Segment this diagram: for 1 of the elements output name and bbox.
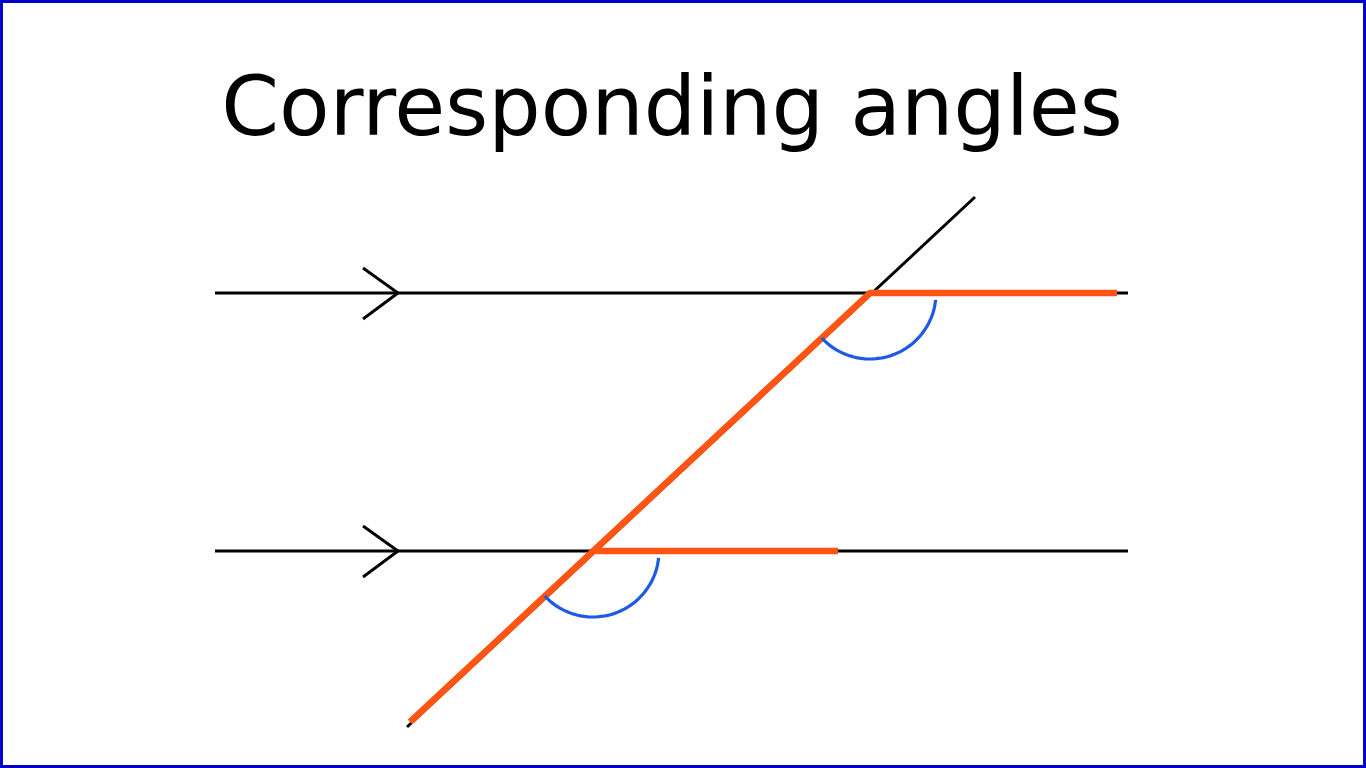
- title: Corresponding angles: [225, 72, 1119, 152]
